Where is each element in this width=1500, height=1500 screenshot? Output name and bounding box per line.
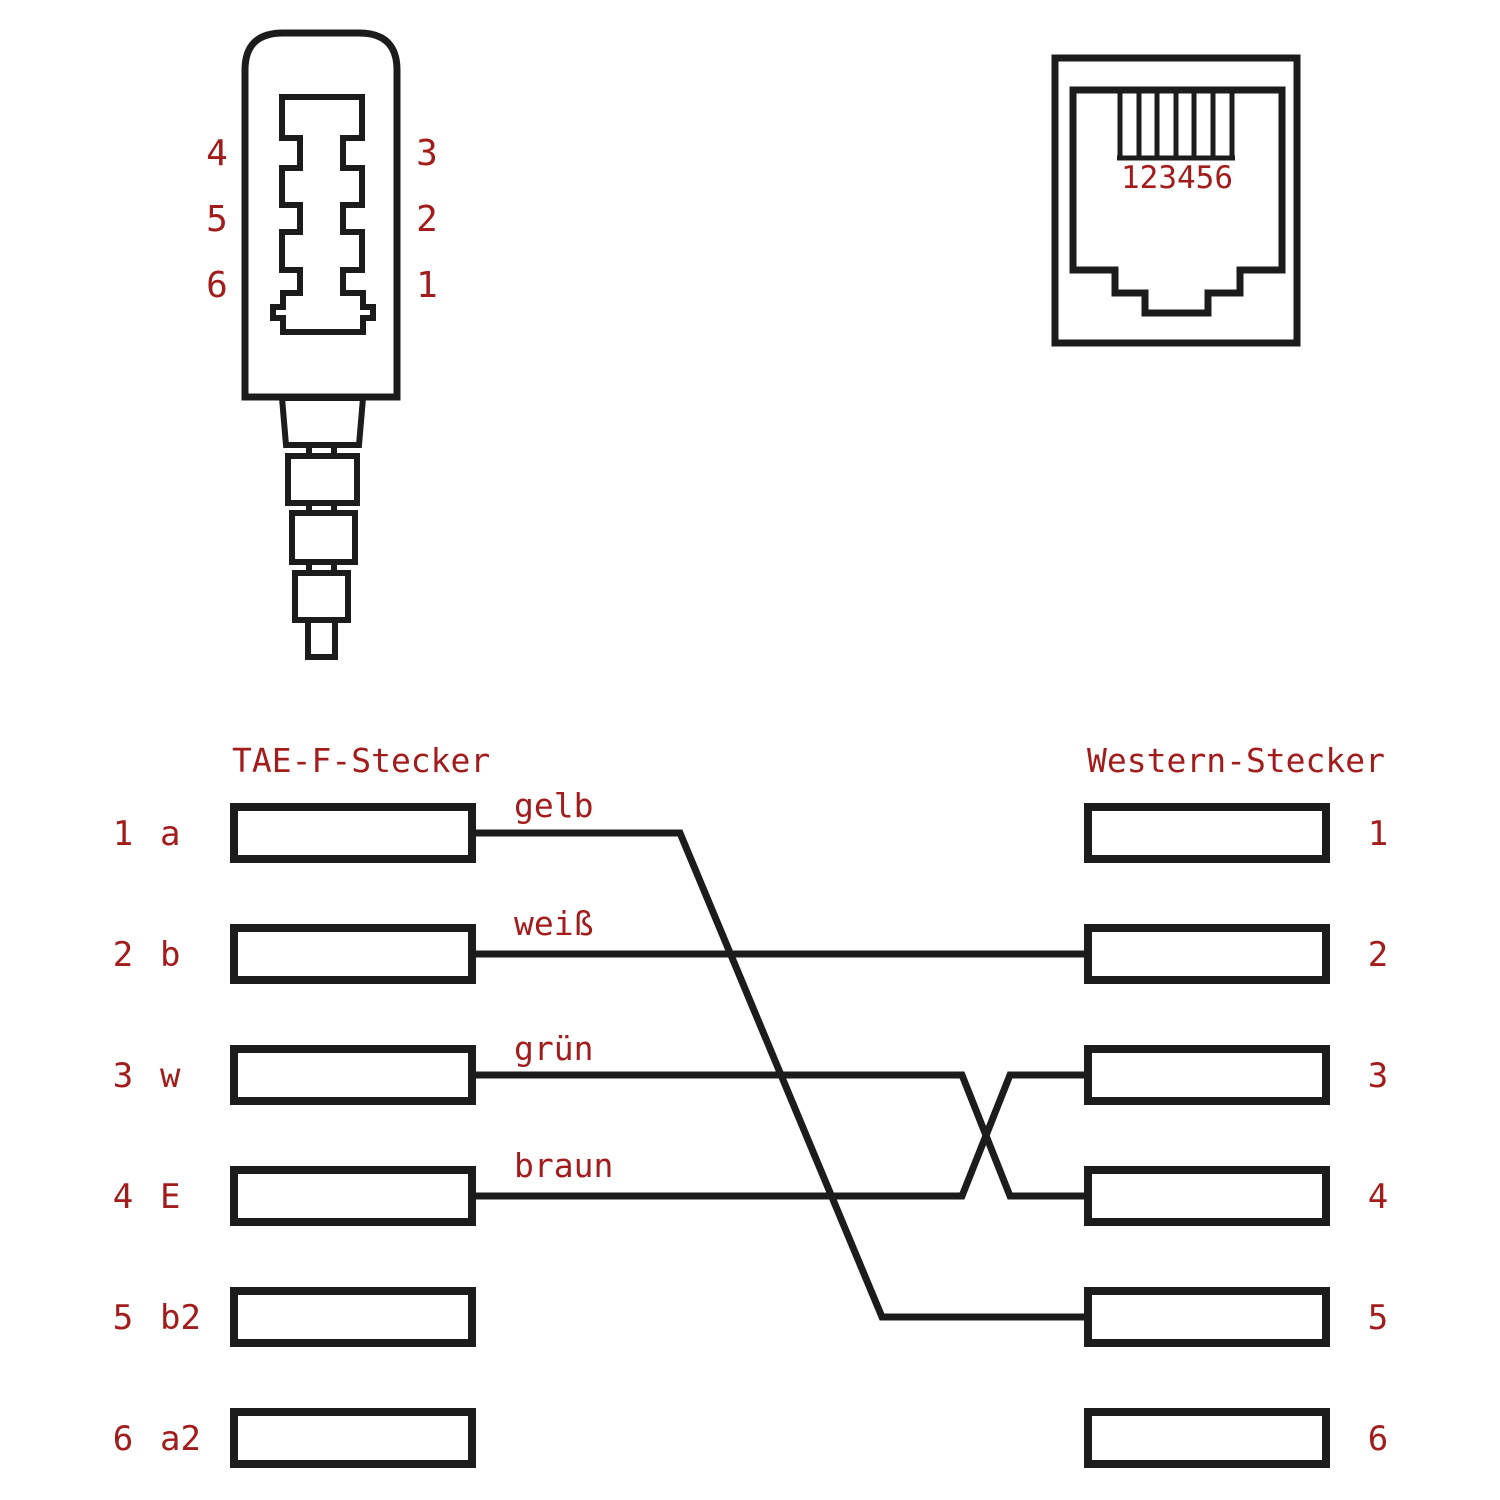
western-pin-label: 5: [1368, 1298, 1388, 1338]
tae-pin-box-6: [230, 1408, 476, 1468]
tae-face-pin-label: 6: [206, 265, 228, 306]
right-connector-header: Western-Stecker: [1087, 741, 1385, 780]
tae-face-pin-label: 5: [206, 199, 228, 240]
wire-color-label-gelb: gelb: [514, 786, 593, 825]
svg-text:5: 5: [113, 1298, 133, 1338]
svg-text:E: E: [160, 1177, 180, 1217]
western-jack-slot-numbers: 123456: [1121, 160, 1233, 196]
western-jack-outline: [1051, 54, 1301, 347]
wires: [472, 829, 1088, 1321]
svg-text:b2: b2: [160, 1298, 201, 1338]
western-jack-cavity-outline: [1069, 86, 1286, 317]
western-pin-box-6: [1084, 1408, 1330, 1468]
western-pin-box-3: [1084, 1045, 1330, 1105]
tae-plug-cable-strain-relief: [278, 395, 367, 660]
western-pin-box-1: [1084, 803, 1330, 863]
pin-boxes: [230, 803, 1330, 1468]
wire-braun: [472, 1071, 1088, 1200]
western-pin-box-2: [1084, 924, 1330, 984]
tae-pin-label-row: 6 a2: [113, 1419, 201, 1459]
tae-pin-box-2: [230, 924, 476, 984]
tae-pin-box-4: [230, 1166, 476, 1226]
svg-text:w: w: [160, 1056, 181, 1096]
wire-color-label-braun: braun: [514, 1146, 613, 1185]
svg-text:1: 1: [113, 814, 133, 854]
wire-color-label-weiss: weiß: [514, 904, 593, 943]
tae-pin-box-3: [230, 1045, 476, 1105]
tae-face-pin-label: 4: [206, 133, 228, 174]
tae-face-pin-label: 3: [416, 133, 438, 174]
cable-stub: [305, 617, 338, 660]
western-pin-label: 6: [1368, 1419, 1388, 1459]
svg-text:6: 6: [113, 1419, 133, 1459]
western-jack-face: [1051, 54, 1301, 347]
tae-plug-face: [241, 29, 401, 660]
tae-pin-label-row: 4 E: [113, 1177, 181, 1217]
tae-face-pin-label: 1: [416, 265, 438, 306]
tae-pin-labels: 1 a 2 b 3 w 4 E 5 b2 6 a2: [113, 814, 201, 1459]
tae-pin-label-row: 1 a: [113, 814, 181, 854]
tae-pin-box-1: [230, 803, 476, 863]
western-pin-label: 4: [1368, 1177, 1388, 1217]
tae-plug-body-outline: [241, 29, 401, 401]
western-pin-label: 1: [1368, 814, 1388, 854]
strain-relief-segment: [292, 570, 351, 623]
wire-color-labels: gelb weiß grün braun: [514, 786, 613, 1185]
wiring-headers: TAE-F-Stecker Western-Stecker: [232, 741, 1385, 780]
tae-plug-keyway-outline: [270, 94, 376, 335]
western-pin-label: 3: [1368, 1056, 1388, 1096]
svg-text:2: 2: [113, 935, 133, 975]
tae-pin-box-5: [230, 1287, 476, 1347]
western-pin-label: 2: [1368, 935, 1388, 975]
svg-text:a2: a2: [160, 1419, 201, 1459]
tae-pin-label-row: 2 b: [113, 935, 181, 975]
western-jack-contact-slots: [1117, 90, 1235, 161]
svg-text:a: a: [160, 814, 180, 854]
tae-pin-label-row: 5 b2: [113, 1298, 201, 1338]
western-pin-labels: 1 2 3 4 5 6: [1368, 814, 1388, 1459]
svg-text:b: b: [160, 935, 180, 975]
strain-relief-segment: [285, 453, 360, 506]
tae-pin-label-row: 3 w: [113, 1056, 181, 1096]
wire-color-label-gruen: grün: [514, 1029, 593, 1068]
strain-relief-collar: [278, 395, 367, 448]
western-pin-box-5: [1084, 1287, 1330, 1347]
tae-plug-pin-numbers: 4 5 6 3 2 1: [206, 133, 438, 306]
western-pin-box-4: [1084, 1166, 1330, 1226]
left-connector-header: TAE-F-Stecker: [232, 741, 490, 780]
svg-text:4: 4: [113, 1177, 133, 1217]
strain-relief-segment: [289, 510, 358, 565]
svg-text:3: 3: [113, 1056, 133, 1096]
tae-face-pin-label: 2: [416, 199, 438, 240]
